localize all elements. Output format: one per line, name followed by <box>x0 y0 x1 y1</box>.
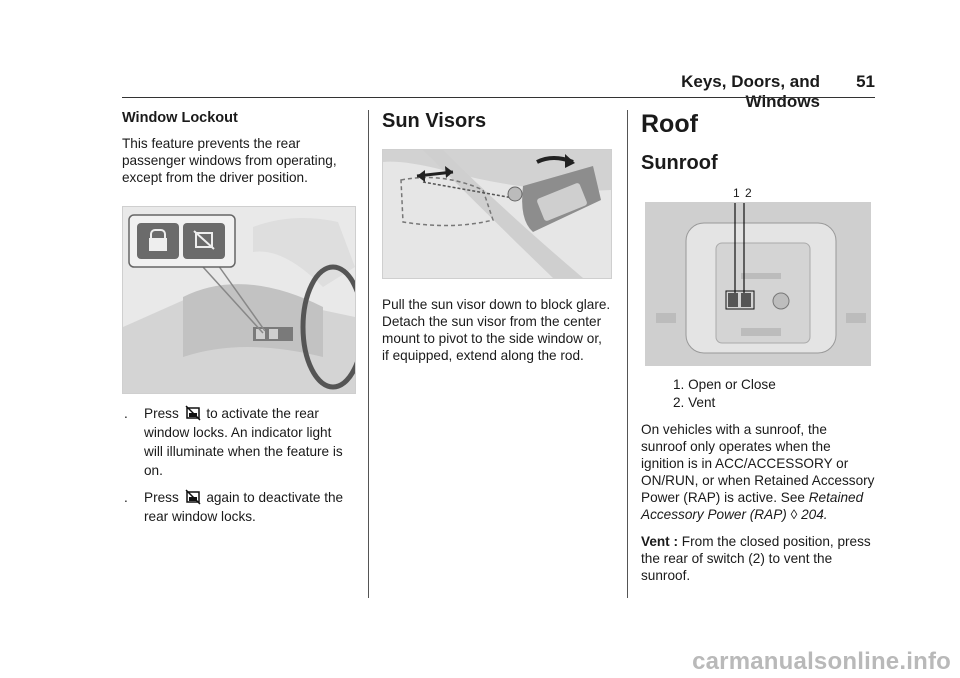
sun-visors-text: Pull the sun visor down to block glare. … <box>382 297 611 363</box>
sunroof-heading: Sunroof <box>641 152 718 174</box>
see-reference: Retained Accessory Power (RAP) <box>641 490 864 522</box>
sunroof-figure: 1 2 <box>641 186 871 366</box>
callout-2: 2 <box>745 186 752 200</box>
column-divider-1 <box>368 110 369 598</box>
vent-label: Vent : <box>641 534 679 549</box>
bullet-activate-text: to activate the rear window locks. An in… <box>144 406 343 478</box>
roof-column: Roof Sunroof 1 2 1. Open <box>641 110 875 584</box>
page-ref-symbol: ◊ <box>790 507 798 522</box>
bullet-activate: . Press to activate the rear window lock… <box>122 404 354 480</box>
bullet-deactivate-prefix: Press <box>144 490 179 505</box>
window-lockout-heading: Window Lockout <box>122 110 238 126</box>
vent-paragraph: Vent : From the closed position, press t… <box>641 533 875 584</box>
callout-item-2: 2. Vent <box>673 395 716 410</box>
window-lockout-illustration <box>122 206 366 394</box>
bullet-marker: . <box>124 490 128 505</box>
sunroof-conditions-text: On vehicles with a sunroof, the sunroof … <box>641 421 875 523</box>
window-lockout-intro: This feature prevents the rear passenger… <box>122 136 337 185</box>
vent-text: From the closed position, press the rear… <box>641 534 871 583</box>
running-header-title: Keys, Doors, and Windows <box>681 72 820 111</box>
window-lockout-icon <box>185 489 201 505</box>
bullet-deactivate-text: again to deactivate the rear window lock… <box>144 490 344 524</box>
watermark: carmanualsonline.info <box>692 648 951 675</box>
callout-1: 1 <box>733 186 740 200</box>
window-lockout-column: Window Lockout This feature prevents the… <box>122 110 366 526</box>
sunroof-console-illustration <box>645 199 871 366</box>
bullet-marker: . <box>124 406 128 421</box>
window-lockout-icon <box>185 405 201 421</box>
header-rule <box>122 97 875 98</box>
column-divider-2 <box>627 110 628 598</box>
sun-visors-column: Sun Visors Pull the sun visor down to bl… <box>382 110 612 364</box>
see-page: 204. <box>801 507 828 522</box>
callout-item-1: 1. Open or Close <box>673 377 776 392</box>
page-number: 51 <box>856 72 875 91</box>
see-prefix: See <box>780 490 805 505</box>
sun-visors-heading: Sun Visors <box>382 110 487 132</box>
roof-heading: Roof <box>641 110 698 138</box>
sunroof-callout-list: 1. Open or Close 2. Vent <box>673 376 875 411</box>
bullet-activate-prefix: Press <box>144 406 179 421</box>
bullet-deactivate: . Press again to deactivate the rear win… <box>122 488 354 526</box>
sunroof-conditions-body: On vehicles with a sunroof, the sunroof … <box>641 422 875 505</box>
sun-visor-illustration <box>382 149 612 279</box>
